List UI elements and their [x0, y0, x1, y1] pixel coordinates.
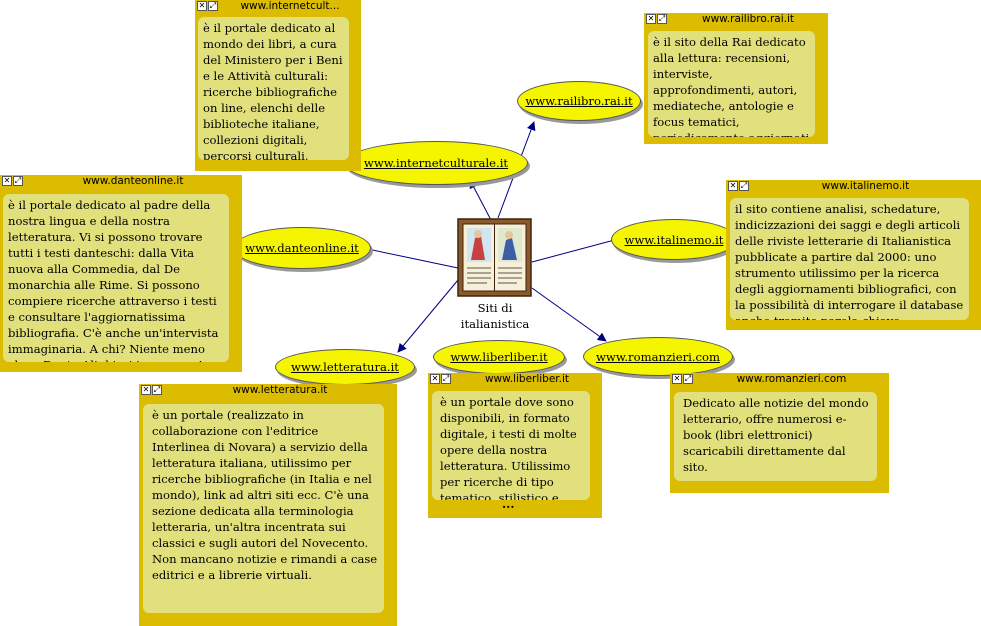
maximize-icon[interactable]: ⤢ [657, 14, 667, 24]
connector-danteonline [357, 244, 459, 269]
note-header: ✕ ⤢ www.internetcult... [195, 0, 361, 13]
link-liberliber[interactable]: www.liberliber.it [450, 350, 548, 364]
maximize-icon[interactable]: ⤢ [13, 176, 23, 186]
bubble-internetculturale[interactable]: www.internetculturale.it [344, 141, 528, 185]
note-header: ✕ ⤢ www.romanzieri.com [670, 373, 889, 386]
center-book-icon[interactable] [457, 218, 532, 297]
note-liberliber[interactable]: ✕ ⤢ www.liberliber.it è un portale dove … [428, 373, 602, 518]
connector-romanzieri [531, 287, 607, 342]
maximize-icon[interactable]: ⤢ [208, 1, 218, 11]
close-icon[interactable]: ✕ [141, 385, 151, 395]
close-icon[interactable]: ✕ [672, 374, 682, 384]
connector-internetculturale [469, 179, 493, 223]
close-icon[interactable]: ✕ [2, 176, 12, 186]
note-body: è un portale (realizzato in collaborazio… [143, 404, 384, 613]
center-label: Siti di italianistica [460, 301, 530, 331]
note-letteratura[interactable]: ✕ ⤢ www.letteratura.it è un portale (rea… [139, 384, 397, 626]
note-italinemo[interactable]: ✕ ⤢ www.italinemo.it il sito contiene an… [726, 180, 981, 330]
connector-letteratura [397, 279, 459, 353]
note-title: www.railibro.rai.it [701, 13, 794, 25]
note-title: www.letteratura.it [232, 384, 328, 396]
note-header: ✕ ⤢ www.liberliber.it [428, 373, 602, 386]
link-romanzieri[interactable]: www.romanzieri.com [595, 349, 721, 364]
link-italinemo[interactable]: www.italinemo.it [624, 232, 724, 247]
note-body: è il portale dedicato al mondo dei libri… [198, 17, 349, 160]
note-header: ✕ ⤢ www.italinemo.it [726, 180, 981, 193]
note-title: www.danteonline.it [82, 175, 184, 187]
note-header: ✕ ⤢ www.railibro.rai.it [644, 13, 828, 26]
close-icon[interactable]: ✕ [728, 181, 738, 191]
note-title: www.internetcult... [240, 0, 340, 12]
note-railibro[interactable]: ✕ ⤢ www.railibro.rai.it è il sito della … [644, 13, 828, 144]
bubble-railibro[interactable]: www.railibro.rai.it [517, 81, 641, 121]
bubble-danteonline[interactable]: www.danteonline.it [233, 227, 371, 269]
close-icon[interactable]: ✕ [197, 1, 207, 11]
close-icon[interactable]: ✕ [646, 14, 656, 24]
connector-italinemo [531, 235, 623, 263]
note-body: Dedicato alle notizie del mondo letterar… [674, 392, 877, 481]
note-body: è il sito della Rai dedicato alla lettur… [648, 31, 815, 137]
note-body: è un portale dove sono disponibili, in f… [432, 391, 590, 500]
maximize-icon[interactable]: ⤢ [739, 181, 749, 191]
maximize-icon[interactable]: ⤢ [152, 385, 162, 395]
note-title: www.romanzieri.com [736, 373, 847, 385]
note-romanzieri[interactable]: ✕ ⤢ www.romanzieri.com Dedicato alle not… [670, 373, 889, 493]
note-header: ✕ ⤢ www.letteratura.it [139, 384, 397, 397]
bubble-italinemo[interactable]: www.italinemo.it [611, 219, 737, 260]
link-internetculturale[interactable]: www.internetculturale.it [363, 156, 509, 170]
note-internetculturale[interactable]: ✕ ⤢ www.internetcult... è il portale ded… [195, 0, 361, 171]
link-danteonline[interactable]: www.danteonline.it [245, 241, 359, 255]
note-body: è il portale dedicato al padre della nos… [3, 194, 229, 362]
note-header: ✕ ⤢ www.danteonline.it [0, 175, 242, 188]
note-body: il sito contiene analisi, schedature, in… [730, 198, 969, 320]
note-danteonline[interactable]: ✕ ⤢ www.danteonline.it è il portale dedi… [0, 175, 242, 372]
close-icon[interactable]: ✕ [430, 374, 440, 384]
maximize-icon[interactable]: ⤢ [683, 374, 693, 384]
maximize-icon[interactable]: ⤢ [441, 374, 451, 384]
note-title: www.liberliber.it [484, 373, 570, 385]
link-railibro[interactable]: www.railibro.rai.it [525, 94, 633, 108]
more-indicator: ... [502, 497, 515, 511]
link-letteratura[interactable]: www.letteratura.it [291, 360, 399, 374]
bubble-letteratura[interactable]: www.letteratura.it [275, 349, 415, 385]
note-title: www.italinemo.it [821, 180, 910, 192]
bubble-romanzieri[interactable]: www.romanzieri.com [583, 337, 733, 376]
bubble-liberliber[interactable]: www.liberliber.it [433, 340, 565, 374]
